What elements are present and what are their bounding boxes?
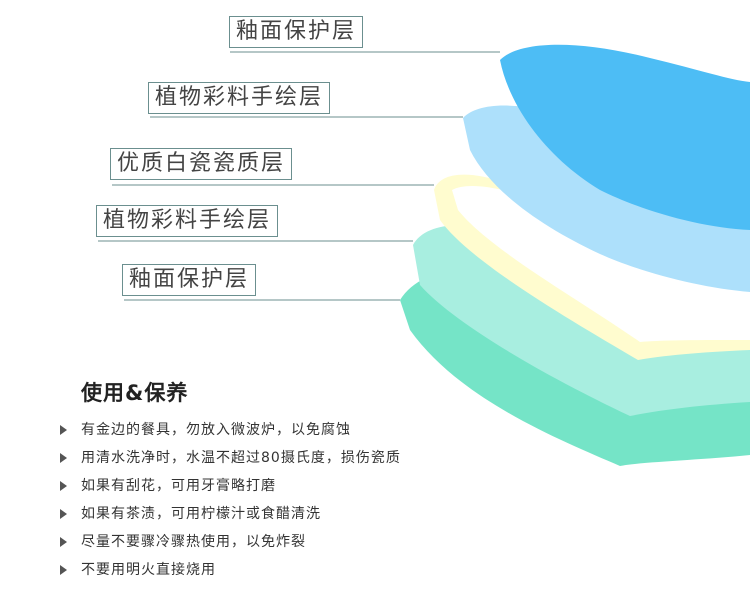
triangle-bullet-icon (60, 453, 67, 463)
list-item: 用清水洗净时，水温不超过80摄氏度，损伤瓷质 (60, 444, 401, 472)
list-item-text: 有金边的餐具，勿放入微波炉，以免腐蚀 (81, 422, 351, 438)
usage-care-title: 使用&保养 (81, 381, 189, 405)
list-item: 有金边的餐具，勿放入微波炉，以免腐蚀 (60, 416, 401, 444)
list-item: 如果有刮花，可用牙膏略打磨 (60, 472, 401, 500)
list-item: 不要用明火直接烧用 (60, 556, 401, 584)
list-item: 如果有茶渍，可用柠檬汁或食醋清洗 (60, 500, 401, 528)
layer-label-glaze-top: 釉面保护层 (229, 16, 364, 48)
layer-label-paint-upper: 植物彩料手绘层 (148, 82, 331, 114)
triangle-bullet-icon (60, 537, 67, 547)
triangle-bullet-icon (60, 565, 67, 575)
layer-label-porcelain: 优质白瓷瓷质层 (110, 148, 293, 180)
layer-label-glaze-bottom: 釉面保护层 (122, 264, 257, 296)
layer-paint-upper-shape (463, 105, 750, 293)
triangle-bullet-icon (60, 481, 67, 491)
list-item-text: 如果有刮花，可用牙膏略打磨 (81, 478, 276, 494)
list-item-text: 不要用明火直接烧用 (81, 562, 216, 578)
list-item-text: 如果有茶渍，可用柠檬汁或食醋清洗 (81, 506, 321, 522)
usage-care-list: 有金边的餐具，勿放入微波炉，以免腐蚀 用清水洗净时，水温不超过80摄氏度，损伤瓷… (60, 416, 401, 584)
layer-porcelain-inner-shape (452, 185, 750, 342)
triangle-bullet-icon (60, 509, 67, 519)
list-item-text: 用清水洗净时，水温不超过80摄氏度，损伤瓷质 (81, 450, 401, 466)
list-item-text: 尽量不要骤冷骤热使用，以免炸裂 (81, 534, 306, 550)
list-item: 尽量不要骤冷骤热使用，以免炸裂 (60, 528, 401, 556)
triangle-bullet-icon (60, 425, 67, 435)
layer-label-paint-lower: 植物彩料手绘层 (96, 205, 279, 237)
layer-glaze-top-shape (500, 44, 750, 230)
